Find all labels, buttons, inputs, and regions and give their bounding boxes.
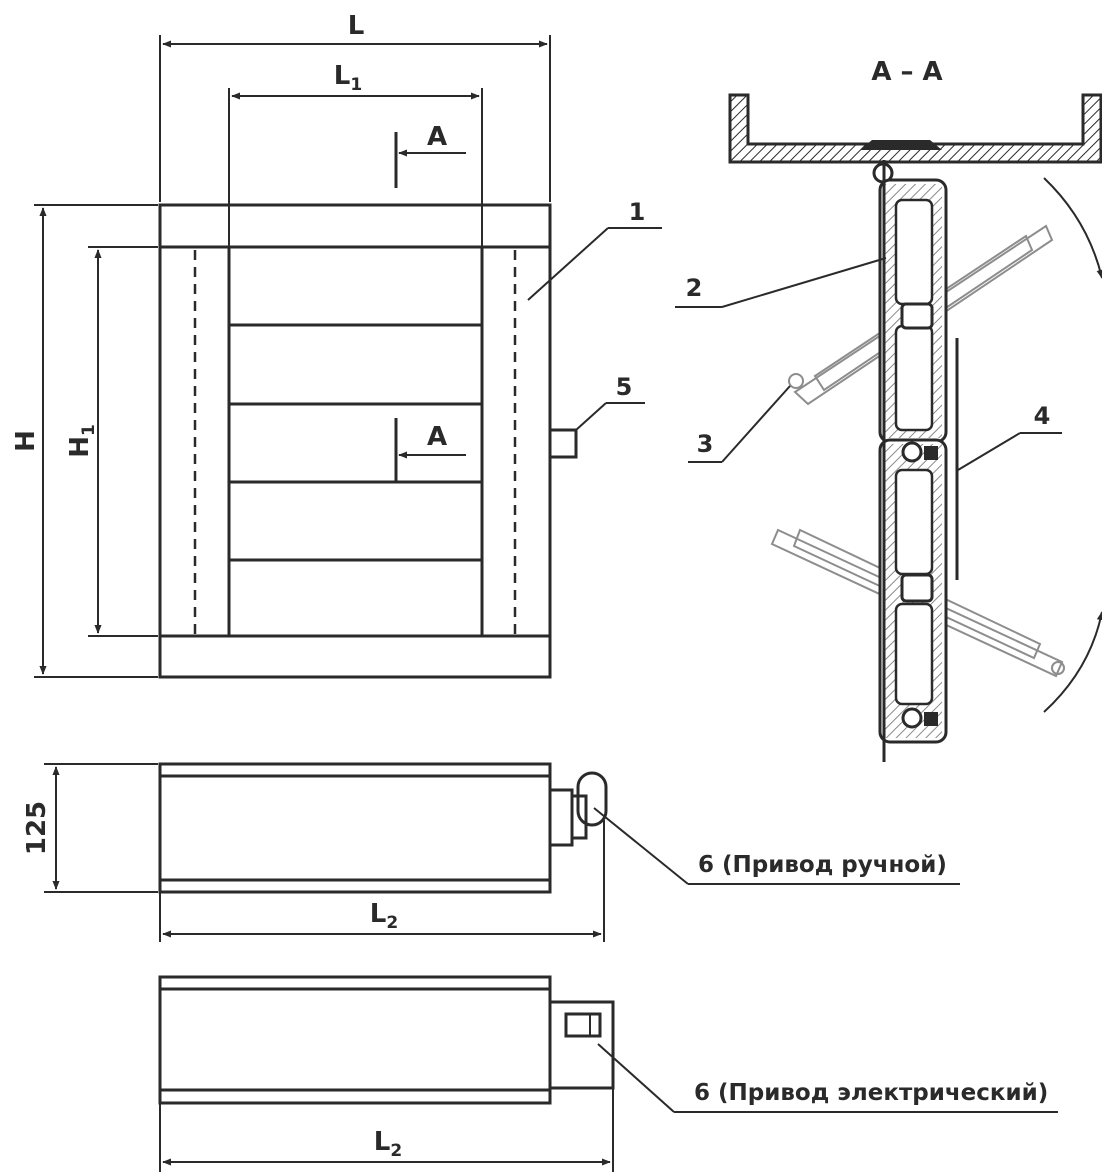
callout-5: 5	[575, 373, 645, 431]
svg-text:A: A	[427, 122, 447, 152]
frame-outline	[158, 203, 552, 679]
actuator-window	[564, 1012, 602, 1038]
blade-open-position-upper	[788, 224, 1054, 406]
svg-text:5: 5	[616, 373, 633, 401]
blade-closed-lower	[878, 438, 948, 744]
manual-drive-label: 6 (Привод ручной)	[698, 852, 947, 878]
blade-seals	[901, 441, 938, 729]
housing-electric	[158, 975, 552, 1105]
svg-text:A: A	[427, 422, 447, 452]
blade-open-position-lower	[770, 528, 1065, 678]
svg-text:4: 4	[1034, 402, 1051, 430]
side-view-electric: L2 6 (Привод электрический)	[158, 975, 1058, 1172]
svg-text:2: 2	[686, 274, 703, 302]
section-view: A – A	[675, 57, 1102, 762]
rotation-arrow-upper	[1043, 177, 1102, 279]
dimension-label-depth: 125	[22, 801, 52, 855]
channel-profile	[728, 93, 1102, 164]
rotation-arrow-lower	[1043, 611, 1102, 713]
callout-4: 4	[957, 402, 1062, 471]
electric-actuator	[548, 1000, 615, 1090]
callout-2: 2	[675, 257, 887, 308]
dimension-label-H1: H1	[65, 424, 99, 458]
front-view: L L1 H H1 A A 1	[11, 11, 662, 679]
blade-dividers	[229, 323, 482, 562]
callout-3: 3	[688, 385, 791, 463]
callout-1: 1	[527, 198, 662, 301]
manual-handle	[576, 771, 608, 827]
svg-text:1: 1	[629, 198, 646, 226]
housing-manual	[158, 762, 552, 894]
seal-top	[860, 140, 942, 150]
section-marker-middle: A	[394, 418, 466, 482]
electric-drive-label: 6 (Привод электрический)	[694, 1080, 1048, 1106]
shaft-stub	[548, 428, 578, 459]
dimension-label-L2-manual: L2	[370, 899, 398, 933]
dimension-label-L1: L1	[334, 61, 362, 95]
dimension-label-H: H	[11, 430, 41, 452]
section-title: A – A	[871, 57, 942, 87]
blade-closed-upper	[878, 178, 948, 444]
section-marker-top: A	[394, 122, 466, 188]
svg-text:3: 3	[697, 430, 714, 458]
dimension-label-L2-electric: L2	[374, 1127, 402, 1161]
dimension-label-L: L	[348, 11, 365, 41]
drive-mount	[548, 788, 574, 847]
side-view-manual: 125 L2 6 (Привод ручной)	[22, 762, 960, 942]
